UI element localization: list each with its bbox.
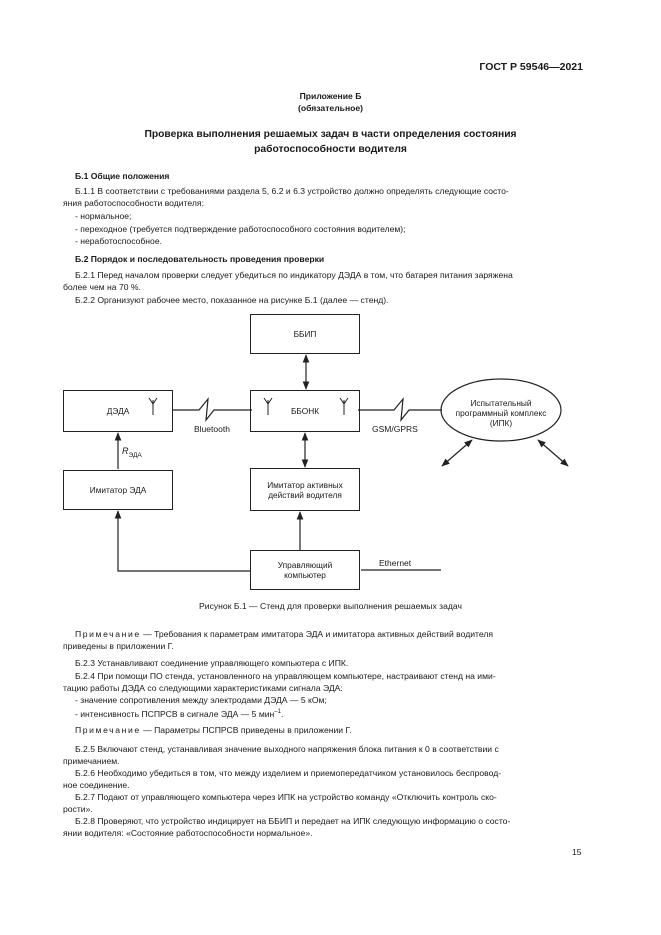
ipk-ellipse <box>440 378 562 442</box>
paragraph-b28-line1: Б.2.8 Проверяют, что устройство индициру… <box>75 816 511 826</box>
paragraph-b11-line2: яния работоспособности водителя: <box>63 198 204 208</box>
page-number: 15 <box>572 847 582 857</box>
imitator-actions-label-line1: Имитатор активных <box>267 479 343 490</box>
paragraph-b26-line2: ное соединение. <box>63 780 130 790</box>
paragraph-b28-line2: янии водителя: «Состояние работоспособно… <box>63 828 313 838</box>
ipk-arrow-right <box>537 439 569 467</box>
section-heading-b1: Б.1 Общие положения <box>75 171 170 181</box>
control-computer-label-line1: Управляющий <box>277 560 333 570</box>
antenna-icon-bbonk-left <box>263 397 273 415</box>
note1-text: — Требования к параметрам имитатора ЭДА … <box>140 629 494 639</box>
paragraph-b23: Б.2.3 Устанавливают соединение управляющ… <box>75 658 349 668</box>
section-heading-b2: Б.2 Порядок и последовательность проведе… <box>75 254 325 264</box>
paragraph-b21-line2: более чем на 70 %. <box>63 282 141 292</box>
bluetooth-label: Bluetooth <box>194 424 230 434</box>
control-computer-label-line2: компьютер <box>284 570 326 580</box>
bbip-block: ББИП <box>250 314 360 354</box>
appendix-title: Приложение Б <box>299 91 362 101</box>
figure-caption: Рисунок Б.1 — Стенд для проверки выполне… <box>199 601 462 611</box>
note2: Примечание — Параметры ПСПРСВ приведены … <box>75 724 351 737</box>
paragraph-b24-line2: тацию работы ДЭДА со следующими характер… <box>63 683 343 693</box>
bbip-label: ББИП <box>293 329 317 339</box>
ethernet-label: Ethernet <box>379 558 412 568</box>
note2-text: — Параметры ПСПРСВ приведены в приложени… <box>140 725 352 735</box>
list-item-superscript: –1 <box>274 709 281 715</box>
note2-label: Примечание <box>75 725 141 735</box>
imitator-actions-label-line2: действий водителя <box>268 489 342 500</box>
deda-block: ДЭДА <box>63 390 173 432</box>
note1-line1: Примечание — Требования к параметрам ими… <box>75 628 493 641</box>
paragraph-b27-line1: Б.2.7 Подают от управляющего компьютера … <box>75 792 497 802</box>
r-eda-main: R <box>122 446 129 456</box>
antenna-icon-bbonk-right <box>339 397 349 415</box>
list-item: - значение сопротивления между электрода… <box>75 695 327 705</box>
gsm-link <box>358 397 442 422</box>
ipk-label-line3: (ИПК) <box>489 418 513 428</box>
antenna-icon-deda <box>148 397 158 415</box>
imitator-eda-label: Имитатор ЭДА <box>89 485 147 495</box>
imitator-actions-block: Имитатор активных действий водителя <box>250 468 360 511</box>
paragraph-b25-line2: примечанием. <box>63 756 120 766</box>
imitator-eda-block: Имитатор ЭДА <box>63 470 173 510</box>
paragraph-b27-line2: рости». <box>63 804 93 814</box>
list-item: - переходное (требуется подтверждение ра… <box>75 224 406 234</box>
deda-label: ДЭДА <box>106 406 130 416</box>
r-eda-label: RЭДА <box>122 446 142 459</box>
list-item-text: - интенсивность ПСПРСВ в сигнале ЭДА — 5… <box>75 708 275 719</box>
ipk-label: Испытательный программный комплекс (ИПК) <box>441 398 561 428</box>
main-title-line2: работоспособности водителя <box>254 144 407 155</box>
main-title-line1: Проверка выполнения решаемых задач в час… <box>144 129 517 140</box>
ipk-label-line2: программный комплекс <box>455 408 547 418</box>
ipk-label-line1: Испытательный <box>470 398 532 408</box>
note1-label: Примечание <box>75 629 141 639</box>
appendix-status: (обязательное) <box>297 103 364 113</box>
paragraph-b25-line1: Б.2.5 Включают стенд, устанавливая значе… <box>75 744 499 754</box>
bbonk-label: ББОНК <box>290 406 320 416</box>
list-item: - интенсивность ПСПРСВ в сигнале ЭДА — 5… <box>75 706 283 720</box>
paragraph-b11-line1: Б.1.1 В соответствии с требованиями разд… <box>75 186 509 196</box>
note1-line2: приведены в приложении Г. <box>63 641 174 651</box>
list-item: - нормальное; <box>75 211 132 221</box>
list-item-end: . <box>280 708 284 719</box>
pc-to-imitator-eda-link <box>114 510 250 572</box>
ipk-arrow-left <box>441 439 473 467</box>
bluetooth-link <box>172 397 252 422</box>
paragraph-b26-line1: Б.2.6 Необходимо убедиться в том, что ме… <box>75 768 502 778</box>
standard-code: ГОСТ Р 59546—2021 <box>479 61 583 73</box>
bbonk-block: ББОНК <box>250 390 360 432</box>
gsm-label: GSM/GPRS <box>372 424 418 434</box>
paragraph-b24-line1: Б.2.4 При помощи ПО стенда, установленно… <box>75 671 496 681</box>
paragraph-b22: Б.2.2 Организуют рабочее место, показанн… <box>75 295 389 305</box>
control-computer-block: Управляющий компьютер <box>250 550 360 590</box>
paragraph-b21-line1: Б.2.1 Перед началом проверки следует убе… <box>75 270 513 280</box>
list-item: - неработоспособное. <box>75 236 162 246</box>
r-eda-subscript: ЭДА <box>128 451 142 459</box>
